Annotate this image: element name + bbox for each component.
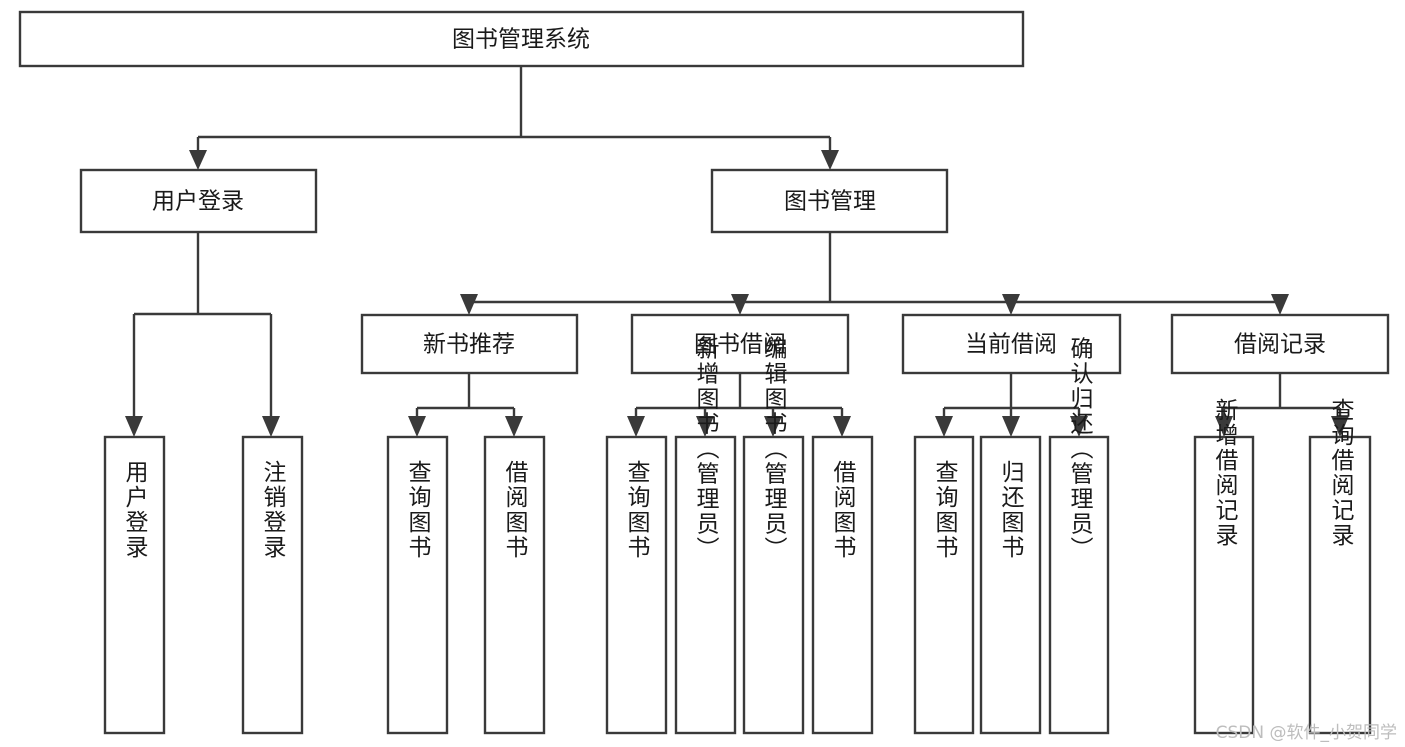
node-book-management-label: 图书管理 bbox=[784, 189, 876, 215]
node-leaf-user-login[interactable]: 用户登录 bbox=[103, 435, 166, 735]
node-leaf-edit-book[interactable]: 编辑图书（管理员） bbox=[742, 337, 805, 735]
node-borrow-record[interactable]: 借阅记录 bbox=[1170, 313, 1390, 375]
node-user-login-label: 用户登录 bbox=[152, 189, 244, 215]
node-leaf-query-record-label: 查询借阅记录 bbox=[1327, 398, 1355, 548]
node-leaf-query-book-3[interactable]: 查询图书 bbox=[913, 435, 975, 735]
connector-root-to-level2 bbox=[189, 66, 839, 170]
node-leaf-borrow-book-2[interactable]: 借阅图书 bbox=[811, 435, 874, 735]
node-leaf-query-book-1-label: 查询图书 bbox=[404, 460, 432, 560]
node-new-book-recommend[interactable]: 新书推荐 bbox=[360, 313, 579, 375]
watermark-text: CSDN @软件_小贺同学 bbox=[1215, 723, 1397, 743]
node-book-borrow[interactable]: 图书借阅 bbox=[630, 313, 850, 375]
node-leaf-user-logout-label: 注销登录 bbox=[259, 460, 287, 560]
node-user-login[interactable]: 用户登录 bbox=[79, 168, 318, 234]
connector-currentborrow-to-leaves bbox=[935, 373, 1088, 437]
connector-borrowrecord-to-leaves bbox=[1215, 373, 1349, 437]
node-leaf-return-book[interactable]: 归还图书 bbox=[979, 435, 1042, 735]
node-leaf-add-record[interactable]: 新增借阅记录 bbox=[1193, 398, 1255, 735]
node-leaf-add-record-label: 新增借阅记录 bbox=[1211, 398, 1239, 548]
node-leaf-confirm-return[interactable]: 确认归还（管理员） bbox=[1048, 337, 1110, 735]
node-leaf-edit-book-label: 编辑图书（管理员） bbox=[760, 337, 788, 562]
node-current-borrow[interactable]: 当前借阅 bbox=[901, 313, 1122, 375]
node-leaf-add-book-label: 新增图书（管理员） bbox=[692, 337, 720, 562]
node-leaf-return-book-label: 归还图书 bbox=[997, 460, 1025, 560]
node-root-label: 图书管理系统 bbox=[452, 27, 590, 53]
node-leaf-user-logout[interactable]: 注销登录 bbox=[241, 435, 304, 735]
node-leaf-query-book-1[interactable]: 查询图书 bbox=[386, 435, 449, 735]
node-borrow-record-label: 借阅记录 bbox=[1234, 332, 1326, 358]
node-new-book-recommend-label: 新书推荐 bbox=[423, 332, 515, 358]
node-leaf-query-book-2-label: 查询图书 bbox=[623, 460, 651, 560]
node-leaf-query-book-3-label: 查询图书 bbox=[931, 460, 959, 560]
connector-userlogin-to-leaves bbox=[125, 232, 280, 437]
connector-newbook-to-leaves bbox=[408, 373, 523, 437]
node-leaf-confirm-return-label: 确认归还（管理员） bbox=[1066, 337, 1094, 562]
node-leaf-borrow-book-1-label: 借阅图书 bbox=[501, 460, 529, 560]
node-book-management[interactable]: 图书管理 bbox=[710, 168, 949, 234]
connector-bookborrow-to-leaves bbox=[627, 373, 851, 437]
node-current-borrow-label: 当前借阅 bbox=[965, 332, 1057, 358]
node-leaf-add-book[interactable]: 新增图书（管理员） bbox=[674, 337, 737, 735]
node-leaf-user-login-label: 用户登录 bbox=[121, 460, 149, 560]
node-leaf-query-record[interactable]: 查询借阅记录 bbox=[1308, 398, 1372, 735]
node-leaf-borrow-book-2-label: 借阅图书 bbox=[829, 460, 857, 560]
node-book-borrow-label: 图书借阅 bbox=[694, 332, 786, 358]
node-leaf-query-book-2[interactable]: 查询图书 bbox=[605, 435, 668, 735]
node-leaf-borrow-book-1[interactable]: 借阅图书 bbox=[483, 435, 546, 735]
connector-bookmgmt-to-level3 bbox=[460, 232, 1289, 315]
node-root[interactable]: 图书管理系统 bbox=[18, 10, 1025, 68]
